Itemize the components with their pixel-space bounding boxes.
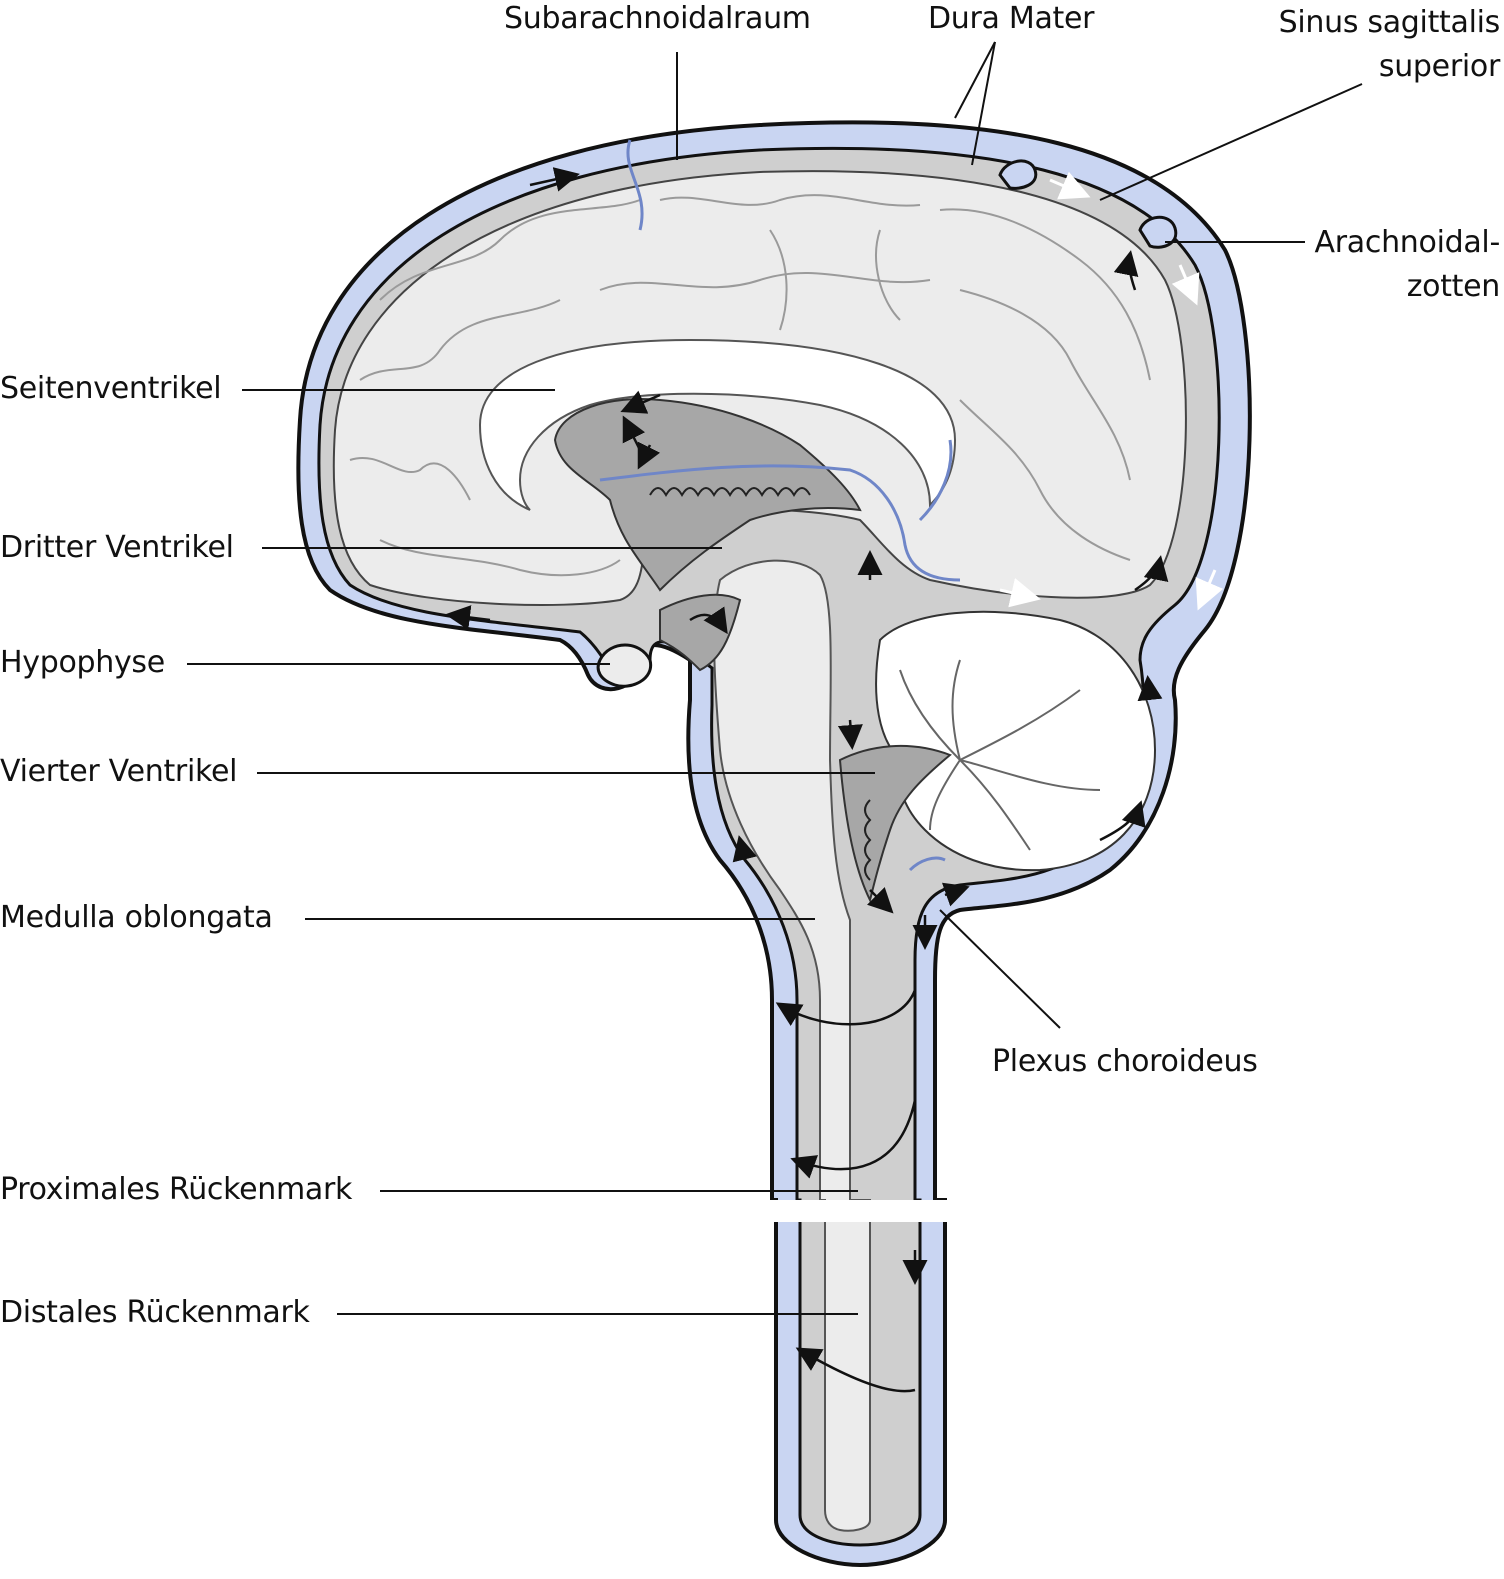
label-subarachnoidalraum: Subarachnoidalraum — [504, 1, 811, 36]
label-arachnoidalzotten-line1: Arachnoidal- — [1314, 225, 1501, 260]
label-proximales-rueckenmark: Proximales Rückenmark — [0, 1172, 353, 1207]
sinus-nodule-1 — [998, 159, 1038, 190]
leader-lines — [187, 41, 1363, 1315]
label-sinus-sagittalis-line2: superior — [1378, 49, 1500, 84]
sinus-nodule-2 — [1138, 215, 1178, 249]
label-distales-rueckenmark: Distales Rückenmark — [0, 1295, 310, 1330]
gyri-lines — [349, 194, 1151, 577]
label-hypophyse: Hypophyse — [0, 645, 165, 680]
vessels — [599, 139, 961, 872]
choroid-plexus-fringe — [649, 487, 872, 881]
spinal-cord-gap — [760, 1200, 960, 1222]
third-ventricle — [553, 398, 862, 592]
label-sinus-sagittalis-line1: Sinus sagittalis — [1278, 5, 1501, 40]
pituitary — [596, 643, 653, 688]
label-vierter-ventrikel: Vierter Ventrikel — [0, 754, 238, 789]
label-plexus-choroideus: Plexus choroideus — [992, 1044, 1258, 1079]
label-dritter-ventrikel: Dritter Ventrikel — [0, 530, 234, 565]
csf-flow-arrows — [445, 167, 1169, 1393]
label-dura-mater: Dura Mater — [928, 1, 1095, 36]
lateral-ventricle — [478, 338, 957, 511]
label-seitenventrikel: Seitenventrikel — [0, 371, 222, 406]
label-medulla-oblongata: Medulla oblongata — [0, 900, 273, 935]
arbor-vitae — [899, 659, 1101, 851]
sinus-flow-arrows — [999, 171, 1224, 611]
brainstem — [713, 559, 871, 1532]
label-arachnoidalzotten-line2: zotten — [1406, 269, 1501, 304]
